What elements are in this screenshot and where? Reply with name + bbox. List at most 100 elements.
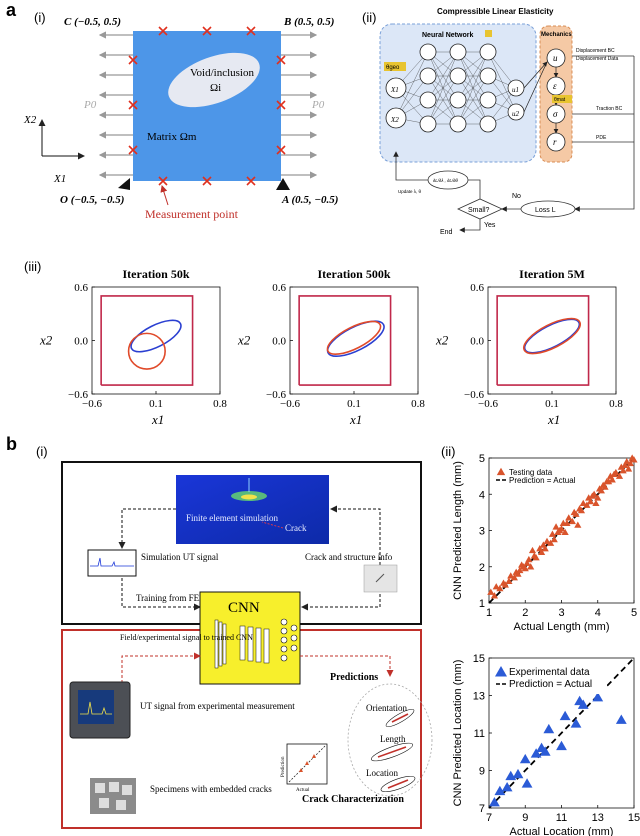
scatter-point-0-68	[552, 523, 560, 530]
cnn-node-1	[280, 627, 288, 635]
sim-signal-plot	[87, 549, 137, 577]
nn-neuron-1-0	[419, 43, 437, 61]
matrix-square	[133, 31, 281, 181]
corner-c-label: C (−0.5, 0.5)	[64, 16, 121, 28]
scatter-point-0-69	[592, 499, 600, 507]
iter-ylabel-0: x2	[39, 333, 53, 348]
scatter-legend-marker-1	[495, 666, 507, 677]
scatter-point-0-54	[612, 468, 620, 476]
loss-label: Loss L	[535, 207, 556, 214]
scatter-point-0-18	[532, 554, 540, 561]
predictions-arrow	[300, 655, 394, 677]
mini-point-1	[299, 768, 303, 772]
update-line	[393, 151, 428, 181]
update-label: Update λ, θ	[398, 189, 422, 194]
scatter-point-1-10	[543, 723, 555, 734]
length-crack	[377, 746, 407, 758]
panel-a-label: a	[6, 0, 17, 20]
yes-line	[459, 219, 481, 233]
disp-data-label: Displacement Data	[576, 56, 618, 62]
nn-neuron-3-1	[479, 67, 497, 85]
mini-point-2	[305, 761, 309, 765]
corner-a-label: A (0.5, −0.5)	[281, 194, 338, 206]
scatter-point-0-16	[527, 563, 535, 570]
small-label: Small?	[468, 207, 490, 214]
scatter-point-0-66	[603, 477, 611, 485]
field-signal-label: Field/experimental signal to trained CNN	[120, 633, 253, 642]
cnn-layer-0	[214, 619, 219, 669]
scatter-point-0-7	[507, 572, 515, 579]
cnn-node-4	[280, 654, 288, 662]
scatter-point-0-15	[525, 555, 533, 563]
scatter-legend-points-label-0: Testing data	[509, 468, 553, 477]
crack-char-label: Crack Characterization	[302, 794, 404, 805]
cnn-node-0	[280, 618, 288, 626]
mini-point-3	[312, 754, 316, 758]
panel-a-ii-label: (ii)	[362, 10, 376, 25]
panel-b-label: b	[6, 434, 17, 454]
nn-neuron-1-1	[419, 67, 437, 85]
iter-xtick-label-2-1: 0.1	[545, 398, 559, 410]
x2-axis-label: X2	[23, 114, 37, 126]
scatter-point-1-1	[494, 785, 506, 796]
small-decision	[457, 198, 503, 220]
scatter-point-0-40	[583, 501, 591, 508]
scatter-point-0-22	[541, 545, 549, 552]
scatter-point-1-0	[489, 796, 500, 807]
training-label: Training from FEA	[136, 593, 206, 603]
iter-plot-title-0: Iteration 50k	[123, 267, 190, 281]
scatter-point-1-7	[530, 748, 542, 758]
scatter-xtick-label-0-2: 3	[558, 607, 564, 619]
scatter-point-1-11	[556, 740, 567, 751]
iter-ytick-label-1-1: 0.0	[272, 336, 286, 348]
sim-signal-trace	[90, 557, 134, 567]
scatter-point-0-63	[630, 456, 638, 463]
panel-a-i-label: (i)	[34, 10, 46, 25]
scatter-point-0-36	[572, 510, 580, 517]
scatter-point-0-57	[619, 467, 627, 474]
scatter-ytick-label-1-1: 9	[479, 766, 485, 778]
scatter-ylabel-1: CNN Predicted Location (mm)	[452, 660, 464, 807]
scatter-point-0-0	[487, 588, 495, 595]
scatter-point-0-1	[490, 592, 499, 599]
cnn-conv-0	[239, 625, 246, 661]
measurement-x-mark-10	[276, 100, 286, 110]
nn-box-title: Neural Network	[422, 32, 473, 39]
nn-edge	[427, 75, 459, 125]
iter-xtick-label-0-0: −0.6	[82, 398, 102, 410]
scatter-xtick-label-1-2: 11	[556, 812, 567, 824]
iter-xlabel-0: x1	[151, 412, 164, 427]
scatter-xtick-label-1-4: 15	[628, 812, 640, 824]
scatter-point-1-15	[577, 699, 589, 709]
iter-ytick-label-0-1: 0.0	[74, 336, 88, 348]
theta-geo-badge	[384, 62, 406, 71]
nn-neuron-3-2	[479, 91, 497, 109]
scatter-ytick-label-0-1: 2	[479, 562, 485, 574]
scatter-point-0-14	[523, 559, 531, 566]
scatter-point-1-12	[559, 710, 571, 721]
scatter-xlabel-1: Actual Location (mm)	[510, 826, 614, 836]
iter-ytick-label-1-2: −0.6	[266, 389, 286, 401]
scatter-point-0-38	[577, 506, 586, 514]
measurement-x-mark-2	[246, 26, 256, 36]
iter-boundary-0	[100, 295, 194, 386]
specimen-3	[122, 785, 132, 795]
cnn-out-0	[290, 624, 298, 632]
cnn-node-2	[280, 636, 288, 644]
scatter-point-1-16	[592, 691, 604, 702]
scatter-point-1-4	[512, 768, 524, 779]
no-label: No	[512, 193, 521, 200]
measurement-x-mark-9	[276, 55, 286, 65]
scatter-point-0-6	[505, 577, 513, 584]
scatter-ytick-label-1-4: 15	[473, 653, 485, 665]
nn-edge	[395, 51, 429, 119]
scatter-point-0-26	[550, 535, 558, 543]
fe-sim-label: Finite element simulation	[186, 513, 278, 523]
scatter-xlabel-0: Actual Length (mm)	[514, 621, 610, 633]
specimen-2	[109, 782, 119, 792]
cnn-node-3	[280, 645, 288, 653]
ut-device-screen	[78, 690, 114, 724]
nn-neuron-2-2	[449, 91, 467, 109]
